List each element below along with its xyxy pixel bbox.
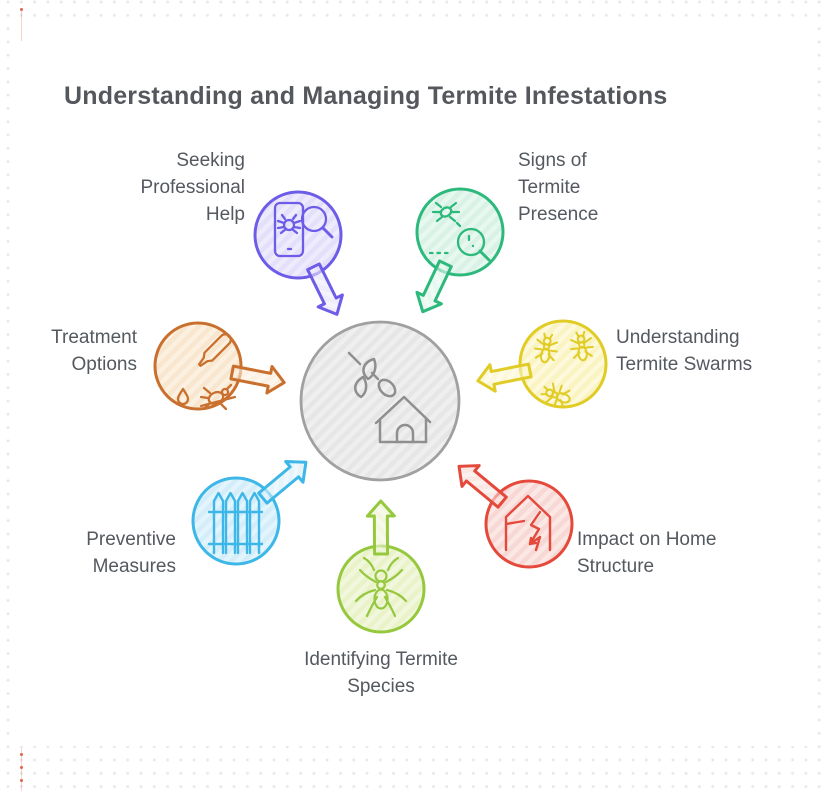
damaged-house-icon [504,494,552,552]
node-label-treatment-options: Treatment Options [51,327,137,375]
phone-inspection-icon [273,201,334,258]
accent-dot [20,8,23,11]
node-label-understanding-termite-swarms: Understanding Termite Swarms [616,327,753,375]
termite-swarm-icon [534,330,594,409]
node-label-impact-on-home-structure: Impact on Home Structure [577,529,717,577]
node-label-seeking-professional-help: Seeking Professional Help [140,150,245,225]
arrow-to-center [476,362,533,393]
arrow-to-center [415,259,453,314]
accent-dot [20,753,23,756]
node-understanding-termite-swarms [476,319,608,409]
node-circle [153,321,243,411]
node-identifying-termite-species [336,499,426,634]
arrow-to-center [229,364,286,395]
arrow-to-center [365,499,396,556]
node-label-signs-of-termite-presence: Signs of Termite Presence [518,150,599,225]
node-label-identifying-termite-species: Identifying Termite Species [304,649,458,697]
center-circle [299,320,461,482]
node-impact-on-home-structure [457,464,574,569]
center-node [299,320,461,482]
node-label-preventive-measures: Preventive Measures [86,529,176,577]
node-circle [253,190,343,280]
accent-dot [20,766,23,769]
node-signs-of-termite-presence [415,187,505,314]
arrow-to-center [457,464,508,509]
termite-attacking-house-icon [347,351,432,444]
accent-dot [20,779,23,782]
pesticide-dropper-icon [176,333,237,411]
termite-icon [354,556,408,618]
accent-line [21,748,22,791]
node-preventive-measures [191,460,308,566]
bug-magnifier-icon [428,201,491,262]
node-seeking-professional-help [253,190,344,316]
accent-line [21,11,22,41]
node-treatment-options [153,321,286,411]
fence-icon [207,491,264,555]
node-circle [415,187,505,277]
page-title: Understanding and Managing Termite Infes… [64,82,668,110]
arrow-to-center [257,460,308,505]
arrow-to-center [306,262,344,316]
